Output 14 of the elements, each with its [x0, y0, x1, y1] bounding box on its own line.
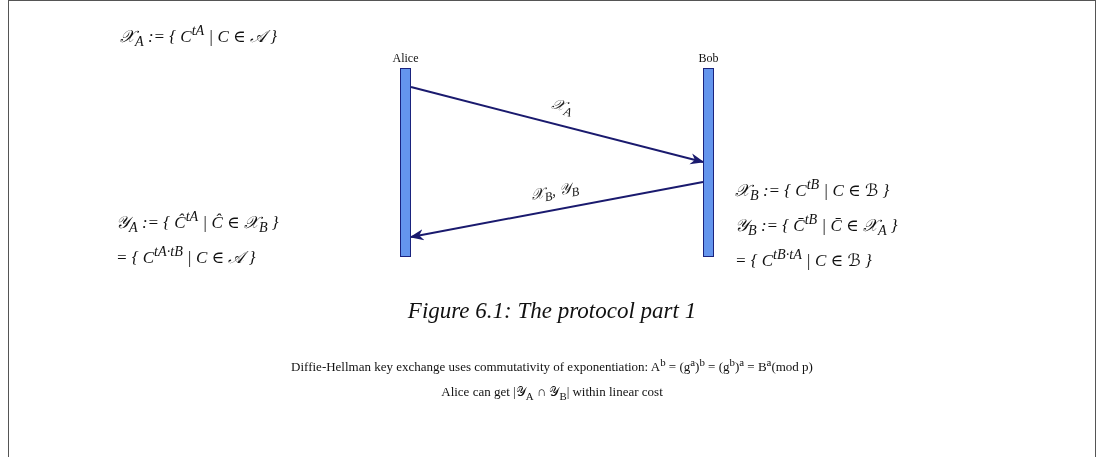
- participant-label: Bob: [698, 51, 719, 66]
- formula: 𝒳$_{B}$ := { C$^{tB}$ | C ∈ ℬ }: [735, 176, 890, 205]
- figure-caption: Figure 6.1: The protocol part 1: [407, 298, 697, 324]
- participant-label: Alice: [392, 51, 419, 66]
- formula: 𝒴$_{B}$ := { C̄$^{tB}$ | C̄ ∈ 𝒳$_{A}$ }: [735, 211, 898, 240]
- note-text: Diffie-Hellman key exchange uses commutativity of exponentiation: A$^{b}$ = (g$^{a}$)$^{b}$ = (g$^{b}$)$^{a}$ = B$^{a}$(mod p): [291, 356, 813, 376]
- note-text: Alice can get |𝒴$_{A}$ ∩ 𝒴$_{B}$| within linear cost: [441, 384, 663, 402]
- arrow: [410, 86, 705, 165]
- formula: = { C$^{tB·tA}$ | C ∈ ℬ }: [735, 246, 872, 271]
- formula: 𝒴$_{A}$ := { Ĉ$^{tA}$ | Ĉ ∈ 𝒳$_{B}$ }: [116, 208, 279, 237]
- edge-label: 𝒳$_{B}$, 𝒴$_{B}$: [529, 178, 581, 207]
- formula: = { C$^{tA·tB}$ | C ∈ 𝒜 }: [116, 243, 256, 268]
- formula: 𝒳$_{A}$ := { C$^{tA}$ | C ∈ 𝒜 }: [120, 22, 277, 51]
- arrow: [409, 181, 704, 241]
